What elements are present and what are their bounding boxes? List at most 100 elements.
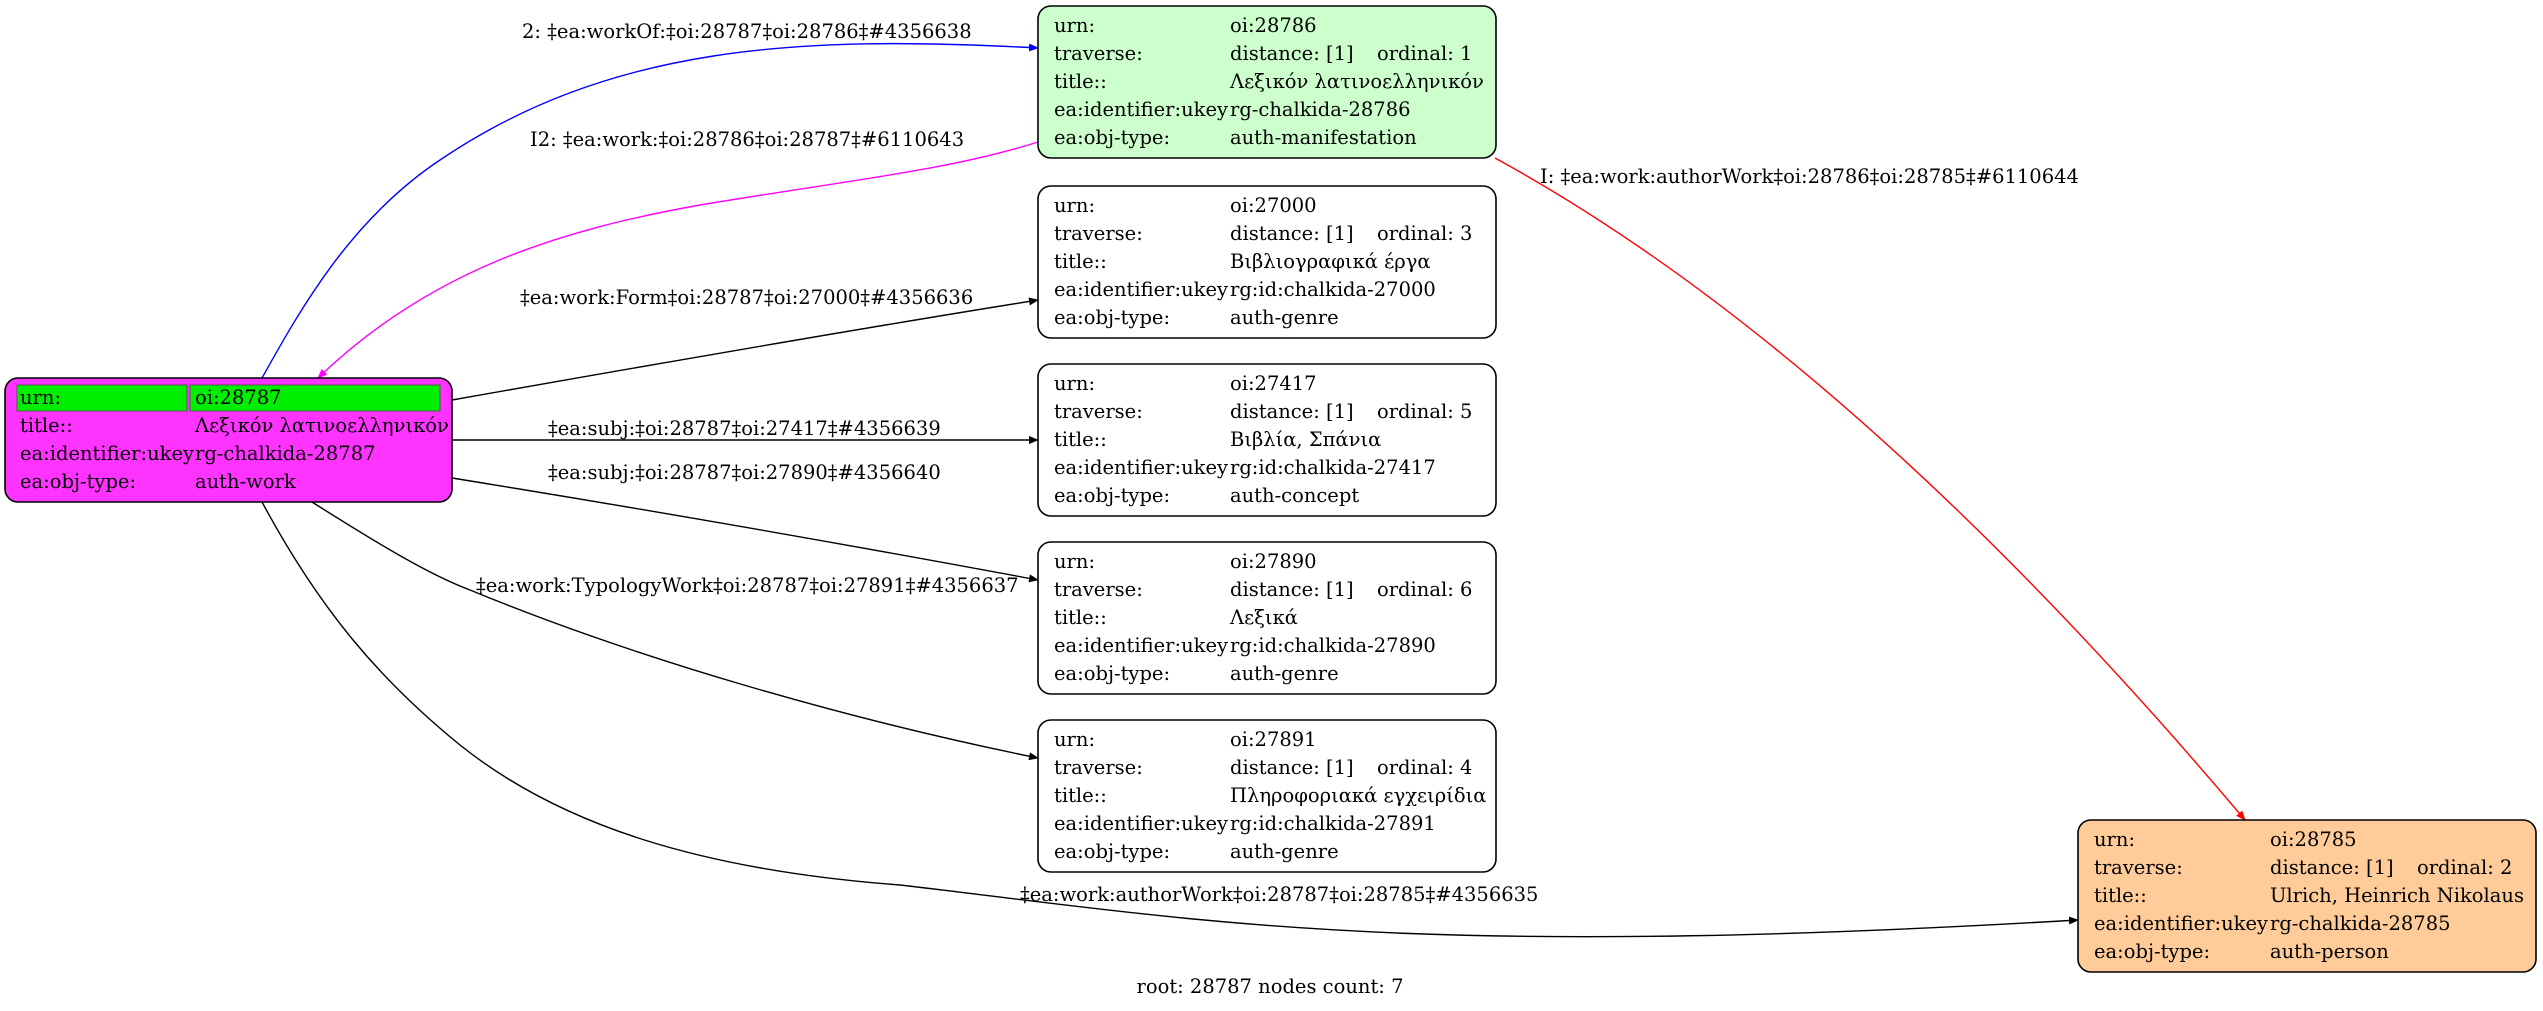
field-key: urn: xyxy=(1054,194,1095,217)
field-extra: ordinal: 5 xyxy=(1377,400,1472,423)
edge-line xyxy=(311,501,1039,761)
field-extra: ordinal: 1 xyxy=(1377,42,1472,65)
field-key: traverse: xyxy=(1054,756,1143,779)
node-27000[interactable]: urn: oi:27000 traverse: distance: [1] or… xyxy=(1037,185,1497,339)
field-key: ea:obj-type: xyxy=(1054,840,1170,863)
node-box xyxy=(1037,541,1497,695)
field-key: title:: xyxy=(1054,70,1107,93)
field-value: auth-concept xyxy=(1230,484,1359,507)
edge-form-27000: ‡ea:work:Form‡oi:28787‡oi:27000‡#4356636 xyxy=(451,286,1039,401)
field-value: oi:28787 xyxy=(195,386,282,409)
field-key: ea:identifier:ukey xyxy=(1054,812,1228,835)
field-value: Λεξικόν λατινοελληνικόν xyxy=(1229,70,1484,93)
urn-highlight xyxy=(16,384,188,412)
node-box xyxy=(1037,363,1497,517)
field-value: distance: [1] xyxy=(1230,42,1354,65)
edge-label: ‡ea:work:TypologyWork‡oi:28787‡oi:27891‡… xyxy=(476,574,1019,597)
edge-line xyxy=(261,42,1039,379)
field-value: oi:27890 xyxy=(1230,550,1317,573)
edge-label: ‡ea:subj:‡oi:28787‡oi:27890‡#4356640 xyxy=(548,461,941,484)
field-value: rg-chalkida-28787 xyxy=(195,442,376,465)
field-key: ea:obj-type: xyxy=(1054,306,1170,329)
field-extra: ordinal: 2 xyxy=(2417,856,2512,879)
field-key: urn: xyxy=(2094,828,2135,851)
node-box xyxy=(1037,185,1497,339)
field-value: oi:27000 xyxy=(1230,194,1317,217)
field-value: oi:28786 xyxy=(1230,14,1317,37)
field-value: auth-work xyxy=(195,470,296,493)
field-key: title:: xyxy=(1054,428,1107,451)
edge-line xyxy=(317,141,1039,379)
edge-subj-27417: ‡ea:subj:‡oi:28787‡oi:27417‡#4356639 xyxy=(452,417,1039,444)
edge-typology-27891: ‡ea:work:TypologyWork‡oi:28787‡oi:27891‡… xyxy=(311,501,1039,761)
edge-label: I2: ‡ea:work:‡oi:28786‡oi:28787‡#6110643 xyxy=(530,128,964,151)
field-value: Λεξικά xyxy=(1229,606,1298,629)
edge-line xyxy=(451,477,1039,583)
urn-highlight xyxy=(189,384,441,412)
node-28785[interactable]: urn: oi:28785 traverse: distance: [1] or… xyxy=(2077,819,2537,973)
field-key: title:: xyxy=(20,414,73,437)
field-key: title:: xyxy=(1054,250,1107,273)
field-key: urn: xyxy=(1054,372,1095,395)
field-value: distance: [1] xyxy=(1230,400,1354,423)
field-key: ea:obj-type: xyxy=(1054,662,1170,685)
field-key: traverse: xyxy=(1054,400,1143,423)
node-box xyxy=(1037,5,1497,159)
field-key: traverse: xyxy=(1054,222,1143,245)
edge-line xyxy=(261,501,2079,938)
node-28786[interactable]: urn: oi:28786 traverse: distance: [1] or… xyxy=(1037,5,1497,159)
field-value: distance: [1] xyxy=(1230,578,1354,601)
edge-authorwork-28785: ‡ea:work:authorWork‡oi:28787‡oi:28785‡#4… xyxy=(261,501,2079,938)
edge-label: ‡ea:work:Form‡oi:28787‡oi:27000‡#4356636 xyxy=(520,286,973,309)
field-value: rg-chalkida-28785 xyxy=(2270,912,2451,935)
edge-line xyxy=(451,297,1039,401)
node-27417[interactable]: urn: oi:27417 traverse: distance: [1] or… xyxy=(1037,363,1497,517)
field-key: ea:obj-type: xyxy=(1054,484,1170,507)
field-key: ea:obj-type: xyxy=(2094,940,2210,963)
edge-label: I: ‡ea:work:authorWork‡oi:28786‡oi:28785… xyxy=(1540,165,2079,188)
node-27890[interactable]: urn: oi:27890 traverse: distance: [1] or… xyxy=(1037,541,1497,695)
edge-workof-28786: 2: ‡ea:workOf:‡oi:28787‡oi:28786‡#435663… xyxy=(261,20,1039,379)
field-key: ea:identifier:ukey xyxy=(1054,278,1228,301)
field-key: ea:identifier:ukey xyxy=(1054,456,1228,479)
field-value: rg:id:chalkida-27417 xyxy=(1230,456,1436,479)
node-box xyxy=(1037,719,1497,873)
field-value: oi:28785 xyxy=(2270,828,2357,851)
graph-footer: root: 28787 nodes count: 7 xyxy=(1137,975,1404,998)
field-value: oi:27891 xyxy=(1230,728,1317,751)
edge-label: ‡ea:subj:‡oi:28787‡oi:27417‡#4356639 xyxy=(548,417,941,440)
field-value: rg:id:chalkida-27000 xyxy=(1230,278,1436,301)
field-key: ea:identifier:ukey xyxy=(2094,912,2268,935)
field-value: auth-manifestation xyxy=(1230,126,1417,149)
field-key: title:: xyxy=(1054,606,1107,629)
node-root-28787[interactable]: urn: oi:28787 title:: Λεξικόν λατινοελλη… xyxy=(4,377,453,503)
edge-subj-27890: ‡ea:subj:‡oi:28787‡oi:27890‡#4356640 xyxy=(451,461,1039,583)
field-value: distance: [1] xyxy=(1230,222,1354,245)
field-key: ea:obj-type: xyxy=(1054,126,1170,149)
edge-line xyxy=(1494,157,2246,821)
field-extra: ordinal: 4 xyxy=(1377,756,1472,779)
field-value: rg:id:chalkida-27890 xyxy=(1230,634,1436,657)
field-value: rg-chalkida-28786 xyxy=(1230,98,1411,121)
field-value: Πληροφοριακά εγχειρίδια xyxy=(1230,784,1486,807)
field-key: ea:identifier:ukey xyxy=(1054,98,1228,121)
field-key: ea:identifier:ukey xyxy=(1054,634,1228,657)
field-key: urn: xyxy=(1054,14,1095,37)
field-key: urn: xyxy=(1054,728,1095,751)
field-value: auth-genre xyxy=(1230,840,1339,863)
field-key: urn: xyxy=(1054,550,1095,573)
field-key: ea:identifier:ukey xyxy=(20,442,194,465)
edge-label: ‡ea:work:authorWork‡oi:28787‡oi:28785‡#4… xyxy=(1020,883,1538,906)
field-key: traverse: xyxy=(1054,42,1143,65)
field-value: Βιβλιογραφικά έργα xyxy=(1230,250,1431,273)
field-value: auth-genre xyxy=(1230,306,1339,329)
field-key: ea:obj-type: xyxy=(20,470,136,493)
field-value: Λεξικόν λατινοελληνικόν xyxy=(194,414,449,437)
field-value: Ulrich, Heinrich Nikolaus xyxy=(2270,884,2524,907)
field-key: urn: xyxy=(20,386,61,409)
field-key: traverse: xyxy=(1054,578,1143,601)
node-box xyxy=(2077,819,2537,973)
field-value: distance: [1] xyxy=(2270,856,2394,879)
node-27891[interactable]: urn: oi:27891 traverse: distance: [1] or… xyxy=(1037,719,1497,873)
